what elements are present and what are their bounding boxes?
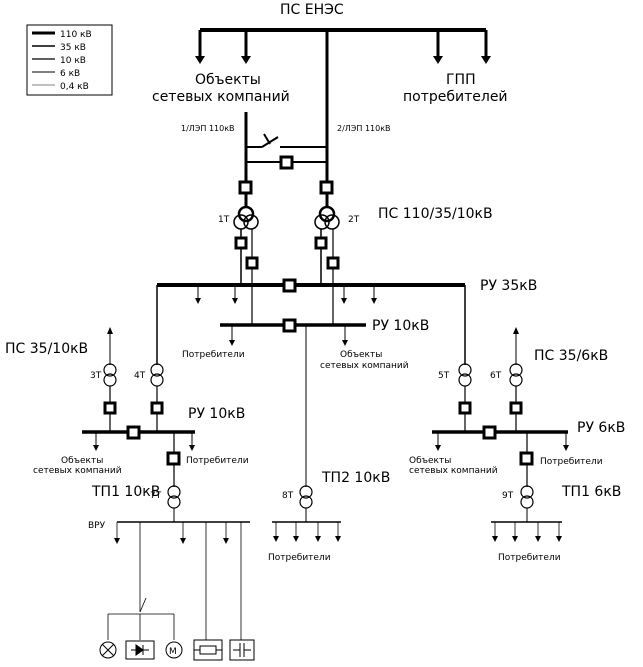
ru35-section-breaker (282, 278, 297, 293)
breaker-3t (103, 401, 117, 415)
tp2-label: ТП2 10кВ (321, 470, 390, 486)
gpp-line2: потребителей (403, 89, 508, 105)
breaker-4t (150, 401, 164, 415)
transformer-9t (520, 485, 534, 509)
ps-right-label: ПС 35/6кВ (534, 348, 608, 364)
grid-right-line1: Объекты (409, 456, 451, 466)
ru35-label: РУ 35кВ (480, 278, 537, 294)
consumers-center-label: Потребители (182, 350, 245, 360)
gpp-line1: ГПП (446, 72, 476, 88)
ps-left-label: ПС 35/10кВ (5, 341, 88, 357)
consumers-tp2-label: Потребители (268, 553, 331, 563)
t2-label: 2Т (348, 215, 360, 225)
t7-label: 7Т (150, 491, 162, 501)
enes-arrows (195, 56, 491, 64)
vru-label: ВРУ (88, 521, 106, 531)
ps-main-label: ПС 110/35/10кВ (378, 206, 493, 222)
transformer-6t (509, 363, 523, 387)
rectifier-icon (125, 640, 155, 660)
motor-icon (165, 641, 183, 659)
bridge-breaker (246, 155, 327, 170)
grid-center-line1: Объекты (340, 350, 382, 360)
ru6-label: РУ 6кВ (577, 420, 625, 436)
line2-label: 2/ЛЭП 110кВ (337, 124, 391, 133)
consumers-right-label: Потребители (540, 457, 603, 467)
breaker-9t (519, 451, 534, 466)
ru35-outgoing (197, 285, 375, 300)
transformer-7t (167, 485, 181, 509)
transformer-8t (299, 485, 313, 509)
legend-04kv: 0,4 кВ (60, 82, 89, 92)
ru10-left-label: РУ 10кВ (188, 406, 245, 422)
capacitor-icon (229, 639, 255, 661)
breaker-t1-hv (238, 180, 253, 195)
breaker-6t (509, 401, 523, 415)
motor-symbol: M (169, 647, 177, 657)
t1-label: 1Т (218, 215, 230, 225)
tp1-right-label: ТП1 6кВ (561, 484, 621, 500)
t8-label: 8Т (282, 491, 294, 501)
breaker-t1-35 (234, 236, 248, 250)
tp1-left-label: ТП1 10кВ (91, 484, 160, 500)
lamp-icon (99, 641, 117, 659)
grid-left-line1: Объекты (61, 456, 103, 466)
enes-feeders (198, 30, 488, 58)
transformer-3t (103, 363, 117, 387)
legend-6kv: 6 кВ (60, 69, 80, 79)
consumers-left-label: Потребители (186, 456, 249, 466)
ps-enes-label: ПС ЕНЭС (280, 2, 344, 18)
transformer-1t (233, 205, 259, 230)
t5-label: 5Т (438, 371, 450, 381)
grid-objects-top-line2: сетевых компаний (152, 89, 290, 105)
t3-label: 3Т (90, 371, 102, 381)
t9-label: 9Т (502, 491, 514, 501)
breaker-7t (166, 451, 181, 466)
breaker-t1-10 (245, 256, 259, 270)
legend-10kv: 10 кВ (60, 56, 86, 66)
grid-right-line2: сетевых компаний (409, 466, 498, 476)
line1-label: 1/ЛЭП 110кВ (181, 124, 235, 133)
grid-objects-top-line1: Объекты (195, 72, 261, 88)
ru10-main-label: РУ 10кВ (372, 318, 429, 334)
resistor-heater-icon (193, 639, 223, 661)
grid-left-line2: сетевых компаний (33, 466, 122, 476)
legend: 110 кВ 35 кВ 10 кВ 6 кВ 0,4 кВ (26, 24, 113, 96)
transformer-2t (314, 205, 340, 230)
t4-label: 4Т (134, 371, 146, 381)
ru10-main-section-breaker (282, 318, 297, 333)
breaker-t2-10 (326, 256, 340, 270)
legend-35kv: 35 кВ (60, 43, 86, 53)
transformer-4t (150, 363, 164, 387)
breaker-t2-35 (314, 236, 328, 250)
breaker-5t (458, 401, 472, 415)
grid-center-line2: сетевых компаний (320, 361, 409, 371)
t6-label: 6Т (490, 371, 502, 381)
ru10-left-section-breaker (126, 425, 141, 440)
legend-110kv: 110 кВ (60, 30, 92, 40)
bridge-disconnector (246, 133, 327, 148)
transformer-5t (458, 363, 472, 387)
breaker-t2-hv (319, 180, 334, 195)
consumers-tp1-right-label: Потребители (498, 553, 561, 563)
ru6-section-breaker (482, 425, 497, 440)
